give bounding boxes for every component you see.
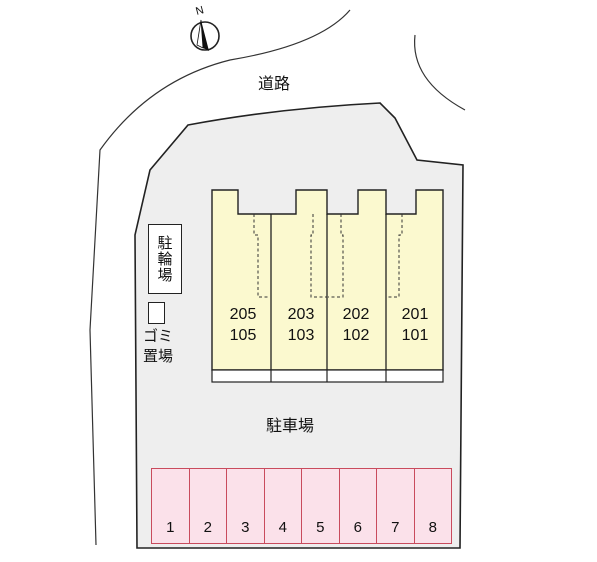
parking-spaces: 1 2 3 4 5 6 7 8 bbox=[151, 468, 452, 544]
unit-lower: 105 bbox=[229, 327, 257, 344]
parking-space: 4 bbox=[263, 468, 302, 544]
unit-upper: 202 bbox=[342, 306, 370, 323]
parking-space: 3 bbox=[226, 468, 265, 544]
unit-lower: 102 bbox=[342, 327, 370, 344]
unit-upper: 203 bbox=[287, 306, 315, 323]
unit-203-103: 203 103 bbox=[272, 304, 330, 346]
unit-lower: 103 bbox=[287, 327, 315, 344]
parking-space: 2 bbox=[188, 468, 227, 544]
unit-201-101: 201 101 bbox=[386, 304, 444, 346]
parking-space-number: 8 bbox=[428, 519, 437, 536]
parking-label: 駐車場 bbox=[266, 416, 315, 435]
unit-upper: 205 bbox=[229, 306, 257, 323]
parking-space: 6 bbox=[338, 468, 377, 544]
road-edge-right bbox=[413, 34, 466, 111]
parking-space: 5 bbox=[301, 468, 340, 544]
parking-space-number: 1 bbox=[166, 519, 175, 536]
parking-space: 7 bbox=[376, 468, 415, 544]
parking-space: 8 bbox=[413, 468, 452, 544]
bicycle-parking: 駐輪場 bbox=[148, 224, 182, 294]
unit-205-105: 205 105 bbox=[214, 304, 272, 346]
parking-space-number: 5 bbox=[316, 519, 325, 536]
garbage-area-marker bbox=[148, 302, 165, 324]
north-arrow-icon bbox=[190, 19, 220, 51]
unit-lower: 101 bbox=[401, 327, 429, 344]
garbage-area-label: ゴミ置場 bbox=[142, 327, 173, 365]
parking-space-number: 3 bbox=[241, 519, 250, 536]
parking-space-number: 6 bbox=[353, 519, 362, 536]
bicycle-parking-label: 駐輪場 bbox=[155, 235, 174, 283]
parking-space-number: 4 bbox=[278, 519, 287, 536]
parking-space-number: 2 bbox=[203, 519, 212, 536]
parking-space-number: 7 bbox=[391, 519, 400, 536]
unit-202-102: 202 102 bbox=[327, 304, 385, 346]
road-label: 道路 bbox=[258, 74, 291, 93]
apartment-building bbox=[211, 189, 444, 383]
parking-space: 1 bbox=[151, 468, 190, 544]
road-edge-left bbox=[89, 9, 351, 546]
unit-upper: 201 bbox=[401, 306, 429, 323]
